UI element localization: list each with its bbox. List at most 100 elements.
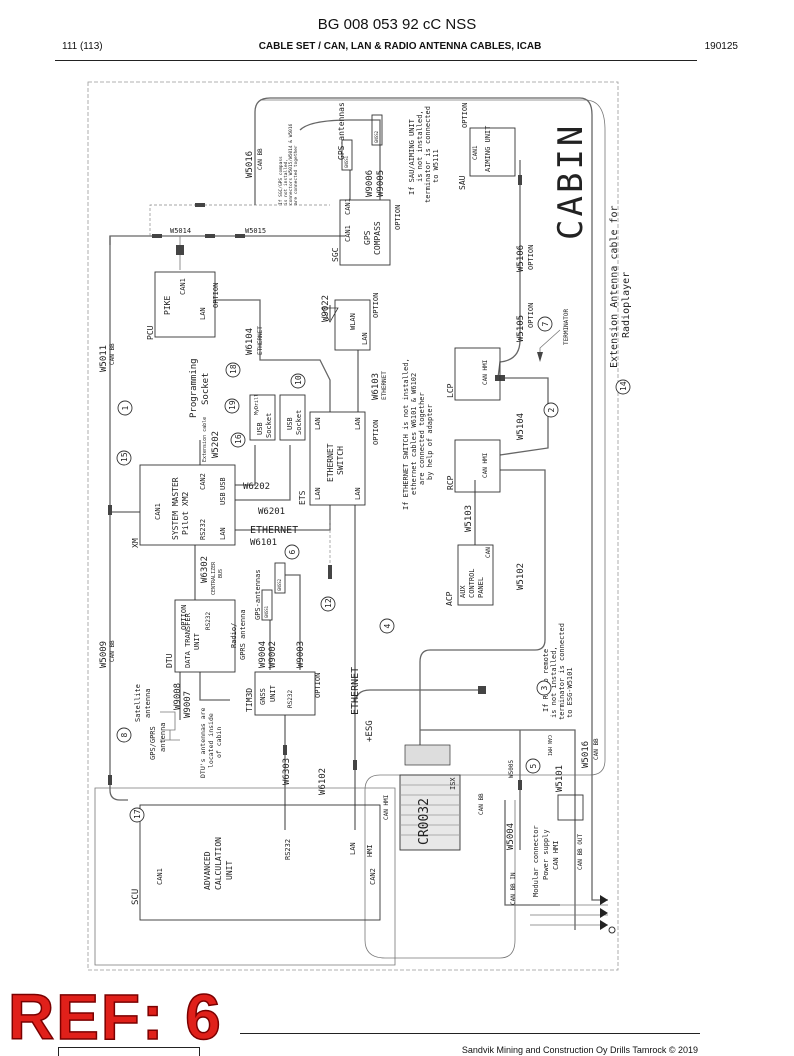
svg-text:W5103: W5103	[464, 505, 474, 532]
svg-text:are connected together: are connected together	[293, 145, 299, 205]
svg-text:is not installed,: is not installed,	[416, 110, 424, 182]
note-extension-antenna: Extension Antenna cable for Radioplayer	[609, 205, 632, 368]
callout-label: 17	[133, 809, 142, 819]
svg-text:W9022: W9022	[321, 295, 331, 322]
svg-text:RS232: RS232	[199, 519, 207, 540]
satellite-antenna-label-2: antenna	[144, 688, 152, 718]
connector	[195, 203, 205, 207]
note-sgc-bypass: If SGC/GPS compass is not installed, con…	[278, 123, 299, 205]
adapter-connector	[328, 565, 332, 579]
svg-text:GNSS2: GNSS2	[374, 130, 379, 143]
svg-text:GPS-antennas: GPS-antennas	[254, 569, 262, 620]
serial-usb-links	[179, 119, 381, 830]
svg-text:connectors W5015/W5014 & W5016: connectors W5015/W5014 & W5016	[288, 123, 294, 205]
svg-text:are connected together: are connected together	[418, 392, 426, 485]
ethernet-links	[215, 299, 480, 830]
svg-text:DTU's antennas are: DTU's antennas are	[199, 707, 207, 778]
svg-text:UNIT: UNIT	[193, 632, 201, 650]
svg-text:W9007: W9007	[183, 691, 193, 718]
svg-text:CAN HMI: CAN HMI	[482, 452, 489, 478]
callout-label: 4	[383, 624, 392, 629]
callout-label: 8	[120, 733, 129, 738]
cable-w6202	[235, 445, 256, 486]
svg-text:Modular connector: Modular connector	[532, 825, 540, 897]
svg-text:CAN BB: CAN BB	[478, 793, 485, 815]
svg-text:W5102: W5102	[516, 563, 526, 590]
callout-label: 1	[121, 406, 130, 411]
svg-text:ETHERNET: ETHERNET	[350, 667, 361, 715]
svg-text:OPTION: OPTION	[394, 205, 402, 230]
svg-text:OPTION: OPTION	[461, 103, 469, 128]
callout-label: 15	[120, 452, 129, 462]
gprs-antenna-label-1: GPS/GPRS	[149, 726, 157, 760]
svg-text:is not installed,: is not installed,	[283, 159, 289, 205]
svg-text:GPS: GPS	[363, 230, 372, 245]
svg-text:COMPASS: COMPASS	[373, 221, 382, 255]
svg-text:is not installed,: is not installed,	[550, 646, 558, 718]
power-supply-wires	[530, 904, 608, 926]
svg-text:PANEL: PANEL	[477, 577, 485, 598]
cable-w5101	[420, 729, 576, 930]
svg-text:RS232: RS232	[287, 690, 294, 708]
svg-text:W5106: W5106	[516, 245, 526, 272]
svg-text:CAN1: CAN1	[472, 145, 479, 160]
satellite-antenna-label-1: Satellite	[134, 684, 142, 722]
callout-16: 16	[230, 432, 246, 448]
ets-ethernet-switch: ETS LAN LAN ETHERNET SWITCH LAN LAN OPTI…	[298, 411, 380, 506]
svg-text:CAN: CAN	[485, 547, 492, 558]
svg-text:W9005: W9005	[376, 170, 386, 197]
svg-text:terminator is connected: terminator is connected	[424, 106, 432, 203]
svg-text:W5101: W5101	[555, 765, 565, 792]
svg-text:SYSTEM MASTER: SYSTEM MASTER	[171, 477, 180, 540]
svg-text:W6104: W6104	[245, 328, 255, 355]
cabin-boundary	[260, 99, 606, 959]
svg-text:HMI: HMI	[366, 844, 374, 857]
connector	[608, 926, 616, 934]
svg-text:LCP: LCP	[446, 383, 455, 398]
svg-text:RCP: RCP	[446, 475, 455, 490]
callout-label: 10	[294, 375, 303, 385]
svg-text:SCU: SCU	[131, 889, 141, 905]
svg-text:W5015: W5015	[245, 227, 266, 235]
svg-text:WLAN: WLAN	[349, 313, 357, 330]
acp-panel: ACP AUX CONTROL PANEL CAN	[445, 544, 494, 606]
svg-text:located inside: located inside	[207, 713, 215, 768]
svg-text:W5005: W5005	[508, 760, 515, 778]
ref-stamp-underbar	[58, 1047, 200, 1056]
usb-mydrill-socket: MyDrill USB Socket	[249, 394, 276, 441]
callout-2: 2	[543, 402, 559, 418]
note-radio-terminator: If Radio remote is not installed, termin…	[542, 623, 574, 720]
svg-text:CAN BB OUT: CAN BB OUT	[577, 833, 584, 870]
svg-text:CAN HMI: CAN HMI	[552, 840, 560, 870]
rcp-panel: RCP CAN HMI	[446, 439, 501, 493]
xm-system-master: XM CAN1 SYSTEM MASTER Pilot XM2 CAN2 USB…	[131, 464, 236, 548]
svg-text:XM: XM	[131, 538, 140, 548]
callout-label: 3	[540, 686, 549, 691]
svg-text:CAN BB: CAN BB	[109, 640, 116, 662]
callout-label: 19	[228, 400, 237, 410]
can-bb-trunk	[109, 97, 608, 901]
svg-text:PCU: PCU	[146, 325, 155, 340]
svg-text:CONTROL: CONTROL	[468, 568, 476, 598]
svg-text:GPS-antennas: GPS-antennas	[337, 102, 346, 160]
svg-text:ISX: ISX	[449, 777, 457, 790]
svg-text:Extension cable: Extension cable	[202, 417, 208, 462]
sgc-gps-compass: SGC CAN1 CAN1 GPS COMPASS OPTION	[331, 198, 402, 266]
gps-antennas-top: GNSS1 GNSS2 GPS-antennas	[337, 102, 383, 171]
svg-text:CAN HMI: CAN HMI	[383, 794, 390, 820]
usb-socket: USB Socket	[279, 394, 306, 441]
svg-text:W5016: W5016	[581, 741, 591, 768]
radio-antenna-label-1: Radio/	[230, 623, 238, 648]
callout-label: 14	[619, 381, 628, 391]
svg-text:UNIT: UNIT	[269, 684, 277, 702]
programming-socket-label-1: Programming	[189, 358, 199, 418]
connector-arrow	[600, 908, 608, 918]
svg-text:CAN BB: CAN BB	[593, 738, 600, 760]
cr-connector-bracket	[404, 744, 451, 766]
svg-text:GNSS1: GNSS1	[264, 605, 269, 618]
svg-text:ETHERNET: ETHERNET	[250, 525, 298, 536]
svg-text:USB: USB	[219, 492, 227, 505]
svg-text:OPTION: OPTION	[527, 303, 535, 328]
gprs-antenna-label-2: antenna	[159, 722, 167, 752]
